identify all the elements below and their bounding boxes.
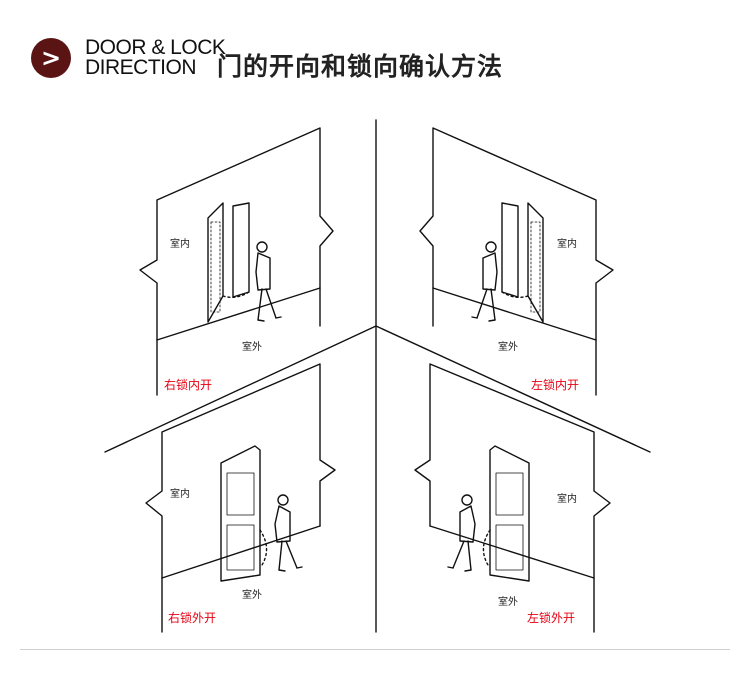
panel-2-person — [471, 241, 498, 322]
page-title: 门的开向和锁向确认方法 — [217, 52, 504, 81]
panel-1-caption: 右锁内开 — [164, 378, 213, 392]
panel-1-room — [139, 127, 334, 396]
panel-1-outdoor-label: 室外 — [242, 342, 262, 353]
footer-divider — [20, 649, 730, 650]
panel-4-person — [447, 494, 476, 572]
panel-3-indoor-label: 室内 — [170, 489, 190, 500]
panel-4-caption: 左锁外开 — [527, 611, 576, 625]
panel-3-outdoor-label: 室外 — [242, 590, 262, 601]
panel-3-door — [220, 445, 268, 582]
title-en-line1: DOOR & LOCK — [85, 36, 226, 59]
panel-2-outdoor-label: 室外 — [498, 342, 518, 353]
panel-3-caption: 右锁外开 — [168, 611, 217, 625]
title-en-line2: DIRECTION — [85, 56, 197, 79]
panel-dividers — [104, 119, 651, 633]
panel-4-room — [414, 363, 611, 633]
badge-glyph: > — [40, 44, 62, 72]
panel-4-outdoor-label: 室外 — [498, 597, 518, 608]
panel-2-door — [501, 202, 544, 323]
panel-4-indoor-label: 室内 — [557, 494, 577, 505]
panel-1-door — [207, 202, 250, 323]
panel-1-indoor-label: 室内 — [170, 239, 190, 250]
panel-4-door — [482, 445, 530, 582]
panel-2-room — [419, 127, 614, 396]
page-header: > DOOR & LOCK DIRECTION 门的开向和锁向确认方法 — [0, 0, 750, 100]
panel-3-person — [274, 494, 303, 572]
chevron-right-icon: > — [31, 38, 71, 78]
panel-3-room — [145, 363, 336, 633]
panel-2-indoor-label: 室内 — [557, 239, 577, 250]
panel-1-person — [255, 241, 282, 322]
panel-2-caption: 左锁内开 — [531, 378, 580, 392]
